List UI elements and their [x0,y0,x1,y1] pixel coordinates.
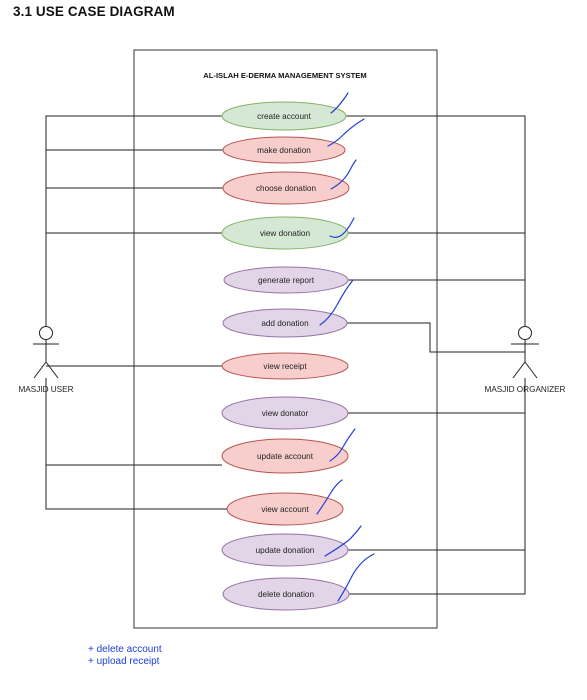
check-mark-update-donation [324,525,362,557]
check-mark-make-donation [327,118,365,147]
use-case-label: view donator [262,409,309,418]
use-case-generate-report[interactable]: generate report [223,266,349,294]
use-case-label: update donation [256,546,315,555]
use-case-label: view donation [260,229,311,238]
use-case-update-donation[interactable]: update donation [221,533,349,567]
actor-user-head [39,326,53,340]
assoc-org-delete-donation [348,550,526,595]
user-associations [45,115,228,510]
check-mark-view-donation [329,217,355,238]
handwritten-check-marks [316,92,375,602]
assoc-user-create-account [45,115,222,340]
note-delete-account: + delete account [88,644,162,655]
organizer-associations [346,115,526,595]
handwritten-notes: + delete account + upload receipt [88,644,162,668]
use-case-create-account[interactable]: create account [221,101,347,131]
actor-masjid-user [33,326,59,379]
check-mark-choose-donation [330,159,357,190]
check-mark-add-donation [319,279,354,326]
use-case-choose-donation[interactable]: choose donation [222,171,350,205]
use-case-label: view receipt [263,362,307,371]
use-case-delete-donation[interactable]: delete donation [222,577,350,611]
actor-organizer-label: MASJID ORGANIZER [485,385,566,394]
use-case-view-donator[interactable]: view donator [221,396,349,430]
use-case-label: create account [257,112,311,121]
use-case-view-account[interactable]: view account [226,492,344,526]
use-case-label: update account [257,452,314,461]
actor-masjid-organizer [511,326,539,379]
use-case-label: make donation [257,146,311,155]
system-title: AL-ISLAH E-DERMA MANAGEMENT SYSTEM [203,71,366,80]
assoc-user-view-account [45,465,228,510]
section-heading: 3.1 USE CASE DIAGRAM [13,4,175,19]
use-case-label: delete donation [258,590,314,599]
use-case-make-donation[interactable]: make donation [222,136,346,164]
check-mark-view-account [316,479,343,515]
use-case-view-receipt[interactable]: view receipt [221,352,349,380]
system-boundary [133,49,438,629]
actor-organizer-head [518,326,532,340]
use-case-label: generate report [258,276,315,285]
note-upload-receipt: + upload receipt [88,656,160,667]
use-case-label: view account [261,505,309,514]
check-mark-create-account [330,92,349,114]
use-case-add-donation[interactable]: add donation [222,308,348,338]
assoc-org-create-account [346,115,526,340]
actor-user-label: MASJID USER [18,385,73,394]
check-mark-update-account [329,428,356,462]
use-case-label: choose donation [256,184,317,193]
use-case-update-account[interactable]: update account [221,438,349,474]
assoc-org-add-donation [347,322,525,353]
check-mark-delete-donation [337,553,375,602]
use-case-label: add donation [261,319,309,328]
use-case-view-donation[interactable]: view donation [221,216,349,250]
